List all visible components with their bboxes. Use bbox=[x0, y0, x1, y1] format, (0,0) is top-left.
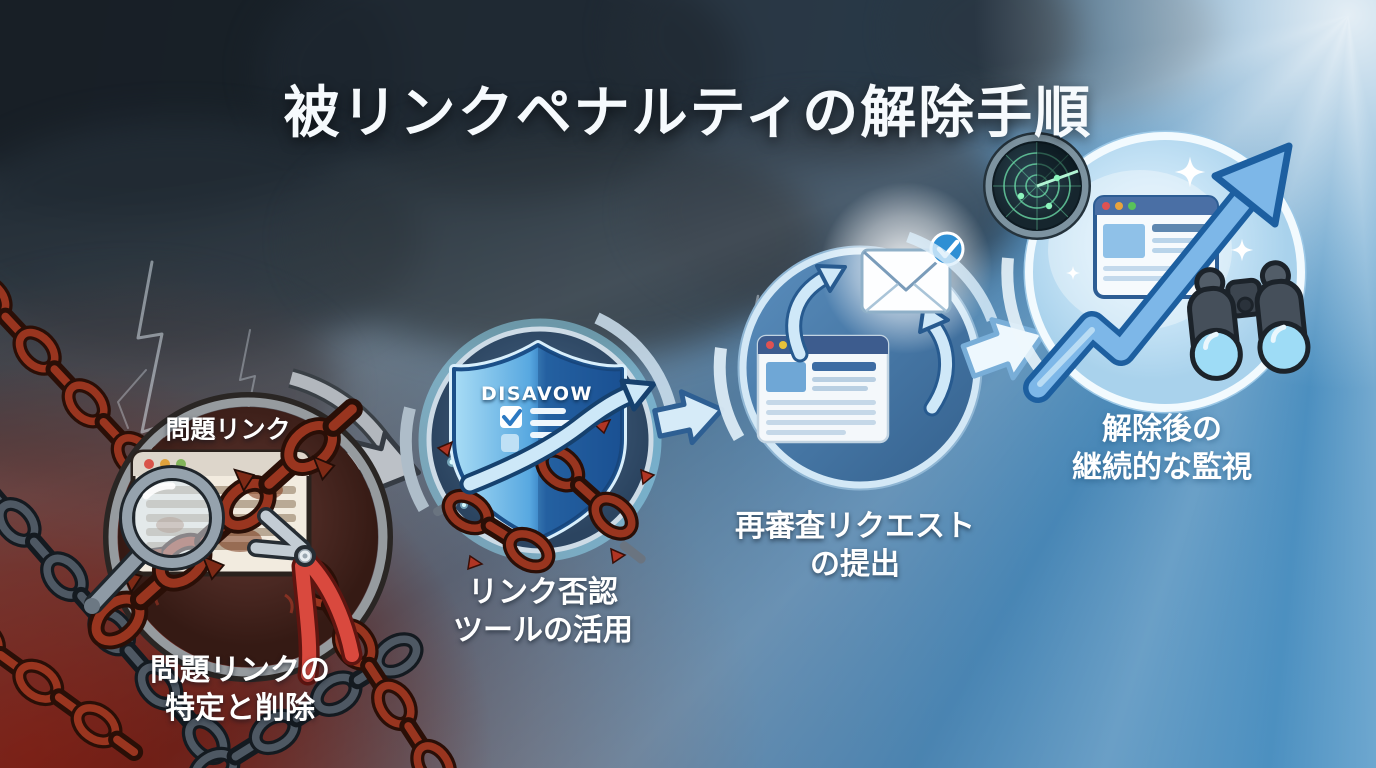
radar-icon bbox=[983, 132, 1091, 240]
step4-caption: 解除後の 継続的な監視 bbox=[1002, 411, 1322, 487]
broken-chain-icon bbox=[433, 418, 656, 574]
step4-circle bbox=[983, 130, 1311, 414]
step2-caption-line2: ツールの活用 bbox=[453, 613, 633, 648]
step1-caption: 問題リンクの 特定と削除 bbox=[80, 652, 400, 728]
page-title: 被リンクペナルティの解除手順 bbox=[283, 80, 1093, 146]
step1-problem-links-label: 問題リンク bbox=[165, 415, 291, 444]
step4-caption-line2: 継続的な監視 bbox=[1072, 450, 1252, 485]
binoculars-icon bbox=[1187, 260, 1311, 381]
step3-circle bbox=[713, 182, 998, 491]
step1-caption-line1: 問題リンクの bbox=[150, 653, 330, 688]
step4-caption-line1: 解除後の bbox=[1102, 412, 1222, 447]
step2-circle bbox=[399, 312, 676, 574]
growth-arrow-icon bbox=[1023, 142, 1293, 403]
magnifier-icon bbox=[84, 465, 225, 614]
checklist-icon bbox=[500, 406, 572, 452]
disavow-label: DISAVOW bbox=[481, 383, 593, 405]
wire-cutter-icon bbox=[247, 507, 363, 686]
swoosh-arrow-icon bbox=[459, 378, 657, 495]
browser-window-icon bbox=[756, 334, 890, 444]
step2-caption: リンク否認 ツールの活用 bbox=[393, 574, 693, 650]
step2-caption-line1: リンク否認 bbox=[468, 575, 618, 610]
step1-caption-line2: 特定と削除 bbox=[165, 691, 315, 726]
step3-caption-line2: の提出 bbox=[810, 547, 900, 582]
step3-caption: 再審査リクエスト の提出 bbox=[690, 508, 1020, 584]
envelope-icon bbox=[860, 248, 952, 314]
flow-arrow-2-icon bbox=[652, 389, 725, 446]
step3-caption-line1: 再審査リクエスト bbox=[735, 509, 975, 544]
